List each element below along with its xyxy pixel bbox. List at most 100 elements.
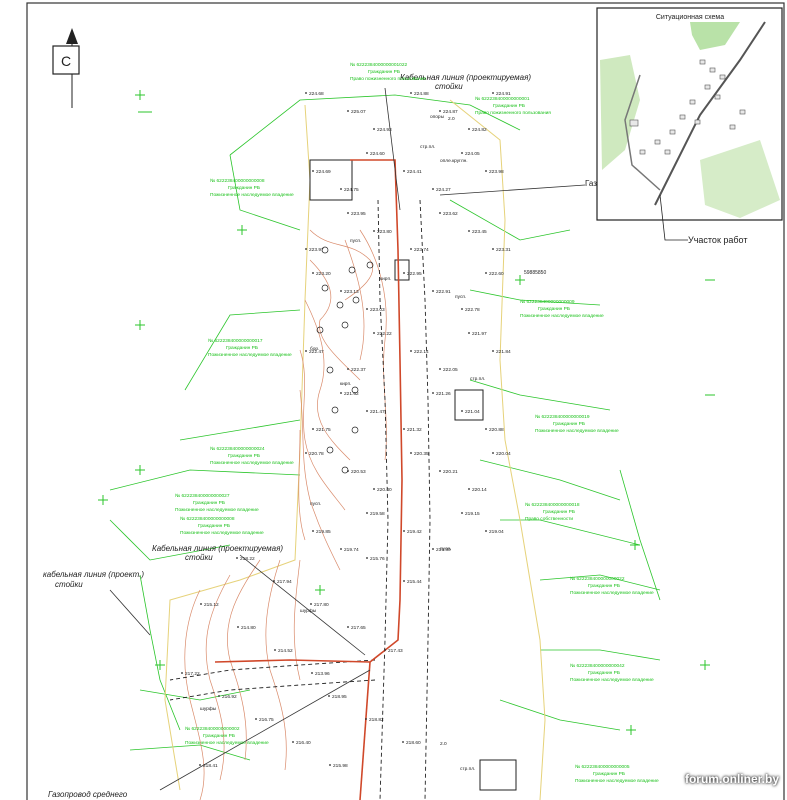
elevation-label: 219.74 — [344, 547, 359, 553]
elevation-label: 218.41 — [203, 763, 218, 769]
elevation-label: 224.05 — [465, 151, 480, 157]
elevation-label: 213.96 — [315, 671, 330, 677]
elevation-label: 218.95 — [332, 694, 347, 700]
parcel-use: Пожизненное наследуемое владение — [570, 677, 654, 683]
elevation-label: 221.97 — [472, 331, 487, 337]
parcel-use: Пожизненное наследуемое владение — [575, 778, 659, 784]
elevation-label: 217.80 — [314, 602, 329, 608]
elevation-point — [255, 718, 257, 720]
parcel-boundaries — [109, 94, 661, 761]
survey-note: пусп. — [455, 295, 466, 300]
road-edges — [169, 199, 431, 800]
elevation-point — [492, 92, 494, 94]
survey-note: пусп. — [310, 502, 321, 507]
elevation-label: 220.14 — [472, 487, 487, 493]
elevation-point — [402, 741, 404, 743]
elevation-label: 222.95 — [407, 271, 422, 277]
elevation-label: 224.87 — [443, 109, 458, 115]
elevation-point — [468, 128, 470, 130]
elevation-label: 223.20 — [316, 271, 331, 277]
elevation-label: 216.40 — [296, 740, 311, 746]
parcel-id: № 622238400000000008 — [210, 178, 265, 184]
elevation-point — [432, 290, 434, 292]
inset-forest — [690, 22, 740, 50]
elevation-label: 223.45 — [472, 229, 487, 235]
elevation-label: 223.03 — [370, 307, 385, 313]
elevation-label: 220.35 — [414, 451, 429, 457]
parcel-id: № 622238400000000005 — [575, 764, 630, 770]
elevation-label: 215.76 — [370, 556, 385, 562]
elevation-label: 220.53 — [351, 469, 366, 475]
elevation-label: 219.85 — [316, 529, 331, 535]
elevation-label: 220.40 — [377, 487, 392, 493]
elevation-point — [461, 512, 463, 514]
parcel-use: Пожизненное наследуемое владение — [210, 460, 294, 466]
elevation-label: 217.22 — [185, 671, 200, 677]
cable-label-mid-2: стойки — [185, 553, 213, 562]
elevation-label: 221.47 — [370, 409, 385, 415]
cable-label-left-2: стойки — [55, 580, 83, 589]
parcel-id: № 622238400000000018 — [525, 502, 580, 508]
survey-note: опле.круглн. — [440, 159, 468, 164]
tree-symbols — [316, 246, 374, 474]
forum-watermark: forum.onliner.by — [684, 772, 779, 786]
parcel-id: № 622238400000000001 — [475, 96, 530, 102]
elevation-point — [310, 603, 312, 605]
elevation-label: 218.60 — [406, 740, 421, 746]
elevation-label: 214.52 — [278, 648, 293, 654]
elevation-point — [311, 672, 313, 674]
elevation-label: 224.60 — [370, 151, 385, 157]
parcel-owner: Гражданин РБ — [228, 185, 260, 191]
elevation-point — [312, 272, 314, 274]
elevation-label: 217.43 — [388, 648, 403, 654]
survey-note: стр.пл. — [420, 145, 435, 150]
elevation-label: 215.12 — [204, 602, 219, 608]
parcel-id: № 622238400000000027 — [175, 493, 230, 499]
drawing-frame — [26, 2, 785, 800]
parcel-use: Право собственности — [525, 516, 573, 522]
parcel-owner: Гражданин РБ — [198, 523, 230, 529]
elevation-point — [347, 626, 349, 628]
elevation-label: 214.80 — [241, 625, 256, 631]
elevation-label: 221.26 — [436, 391, 451, 397]
survey-note: шурфы — [200, 706, 217, 712]
parcel-id: № 622238400000000024 — [210, 446, 265, 452]
parcel-owner: Гражданин РБ — [226, 345, 258, 351]
elevation-point — [403, 170, 405, 172]
elevation-point — [292, 741, 294, 743]
elevation-label: 223.62 — [443, 211, 458, 217]
parcel-owner: Гражданин РБ — [588, 583, 620, 589]
elevation-label: 224.88 — [414, 91, 429, 97]
parcel-owner: Гражданин РБ — [593, 771, 625, 777]
parcel-id: № 622238400000000008 — [180, 516, 235, 522]
parcel-id: № 622238400000000019 — [535, 414, 590, 420]
cable-label-mid: Кабельная линия (проектируемая) — [152, 544, 283, 553]
parcel-use: Пожизненное наследуемое владение — [208, 352, 292, 358]
elevation-point — [439, 368, 441, 370]
elevation-point — [366, 308, 368, 310]
elevation-label: 223.80 — [377, 229, 392, 235]
gas-bottom-label: Газопровод среднего — [48, 790, 128, 799]
elevation-label: 219.30 — [436, 547, 451, 553]
elevation-point — [410, 452, 412, 454]
elevation-point — [439, 110, 441, 112]
elevation-point — [410, 248, 412, 250]
parcel-owner: Гражданин РБ — [203, 733, 235, 739]
parcel-owner: Гражданин РБ — [588, 670, 620, 676]
parcel-use: Пожизненное наследуемое владение — [520, 313, 604, 319]
elevation-point — [347, 110, 349, 112]
elevation-label: 218.22 — [240, 556, 255, 562]
elevation-label: 221.75 — [316, 427, 331, 433]
parcel-use: Пожизненное наследуемое владение — [570, 590, 654, 596]
survey-note: 2.0 — [440, 741, 447, 747]
survey-note: стр.пл. — [470, 377, 485, 382]
elevation-label: 219.58 — [370, 511, 385, 517]
elevation-point — [468, 488, 470, 490]
elevation-label: 219.04 — [489, 529, 504, 535]
